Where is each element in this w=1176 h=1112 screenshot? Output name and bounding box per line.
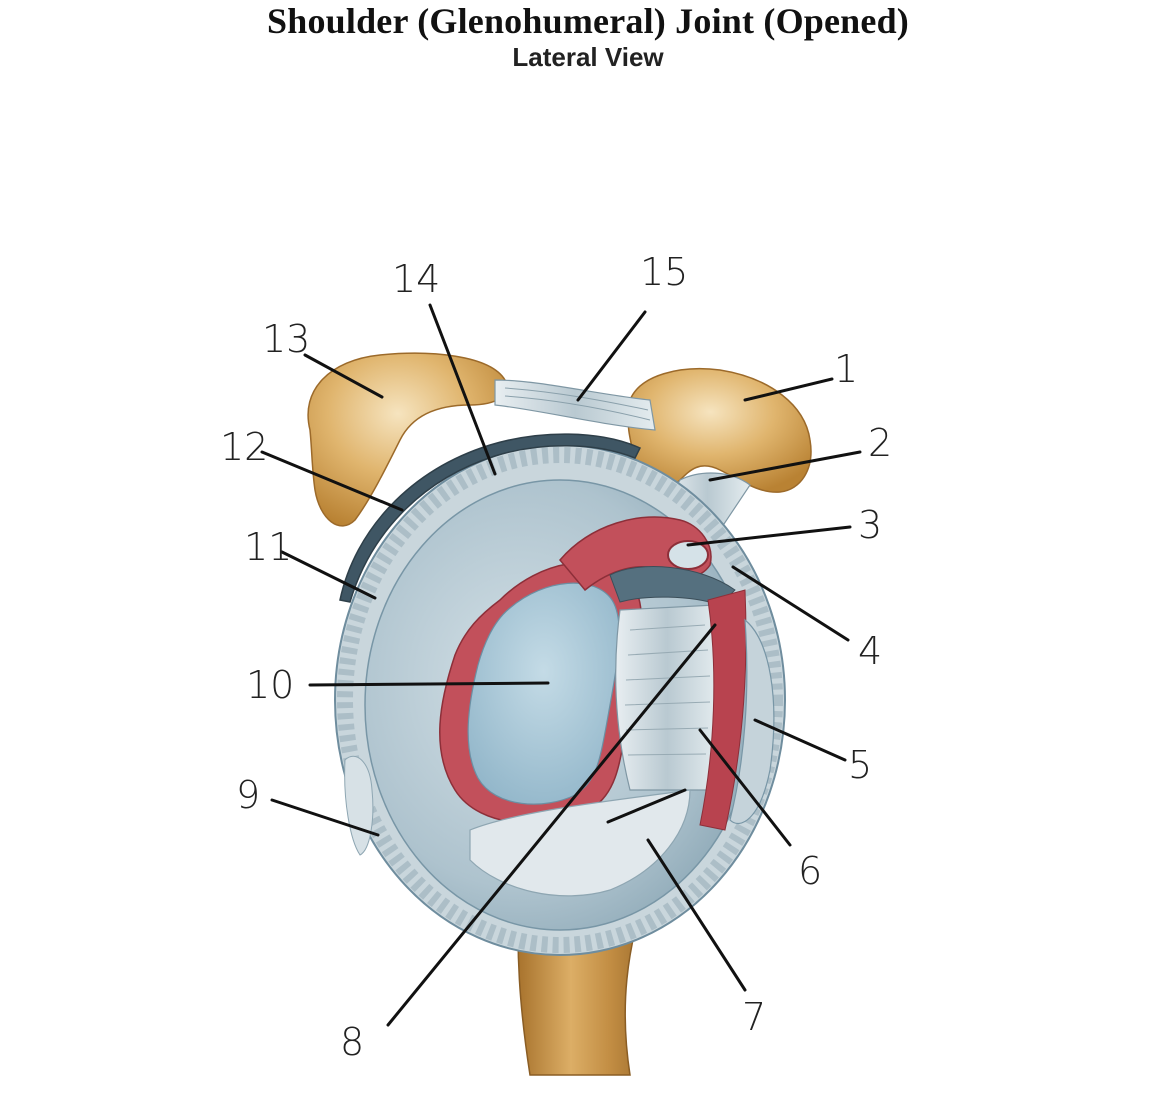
leader-line-7 (646, 838, 747, 992)
label-3: 3 (858, 503, 882, 547)
leader-line-6 (698, 728, 792, 847)
subscapularis-muscle (729, 618, 775, 825)
acromion (307, 352, 509, 527)
diagram-subtitle: Lateral View (512, 42, 664, 72)
label-15: 15 (640, 250, 688, 294)
biceps-tendon-cut (667, 540, 709, 570)
leader-line-8b (606, 788, 687, 824)
label-7: 7 (742, 995, 766, 1039)
leader-line-9 (270, 798, 380, 837)
label-9: 9 (236, 773, 260, 817)
subacromial-bursa (339, 433, 642, 603)
label-12: 12 (220, 425, 268, 469)
label-5: 5 (848, 743, 872, 787)
teres-minor-tendon (344, 755, 374, 856)
leader-line-5 (753, 718, 847, 762)
leader-line-13 (303, 353, 384, 399)
label-4: 4 (858, 629, 882, 673)
coracoacromial-ligament (494, 379, 656, 431)
leader-lines (260, 303, 862, 1027)
leader-line-11 (280, 550, 377, 600)
label-2: 2 (868, 421, 892, 465)
inferior-glenohumeral-ligament (469, 789, 691, 897)
label-1: 1 (834, 347, 858, 391)
leader-line-4 (731, 565, 850, 642)
leader-line-3 (686, 525, 852, 547)
leader-line-12 (260, 450, 404, 512)
label-10: 10 (246, 663, 294, 707)
leader-line-14 (428, 303, 497, 476)
leader-line-2 (708, 450, 862, 482)
leader-line-10 (308, 681, 550, 687)
subscapularis-tendon (615, 604, 719, 791)
label-11: 11 (244, 525, 292, 569)
leader-line-8 (386, 623, 717, 1027)
label-13: 13 (262, 317, 310, 361)
leader-line-1 (743, 377, 834, 402)
label-6: 6 (798, 849, 822, 893)
label-8: 8 (340, 1020, 364, 1064)
diagram-title: Shoulder (Glenohumeral) Joint (Opened) (267, 1, 909, 41)
leader-line-15 (576, 310, 647, 402)
label-14: 14 (392, 257, 440, 301)
